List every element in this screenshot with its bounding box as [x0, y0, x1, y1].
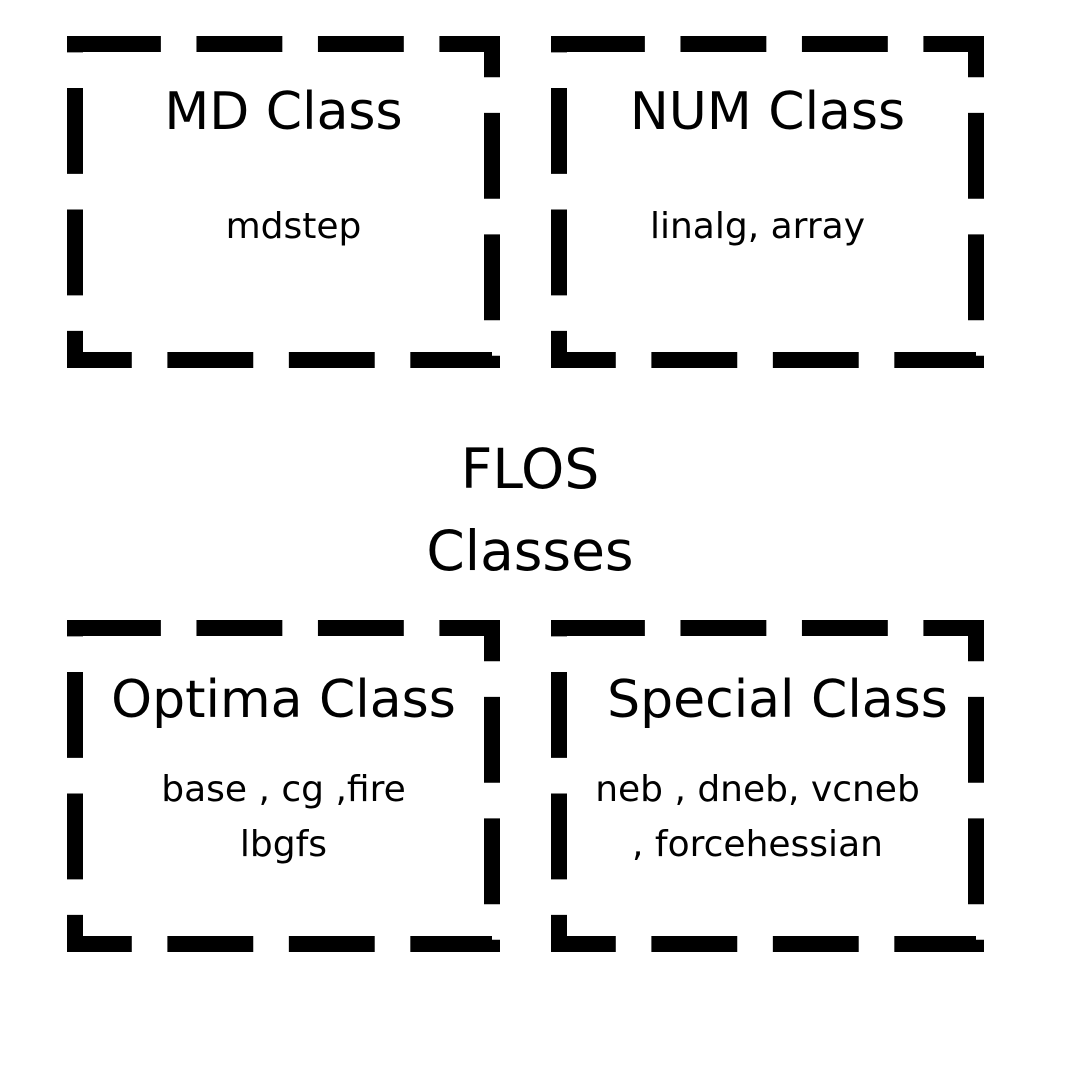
special-class-items: neb , dneb, vcneb , forcehessian [595, 769, 920, 865]
num-class-items: linalg, array [649, 206, 865, 247]
num-class-title: NUM Class [629, 82, 906, 142]
md-class-title: MD Class [164, 82, 403, 142]
optima-class-items: base , cg ,fire lbgfs [161, 769, 406, 865]
optima-class-title: Optima Class [111, 670, 456, 730]
special-class-box: Special Class neb , dneb, vcneb , forceh… [559, 628, 976, 944]
optima-class-box: Optima Class base , cg ,fire lbgfs [75, 628, 492, 944]
md-class-box: MD Class mdstep [75, 44, 492, 360]
md-class-items: mdstep [225, 206, 362, 247]
special-class-title: Special Class [607, 670, 948, 730]
flos-classes-title: FLOS Classes [426, 437, 634, 583]
num-class-box: NUM Class linalg, array [559, 44, 976, 360]
